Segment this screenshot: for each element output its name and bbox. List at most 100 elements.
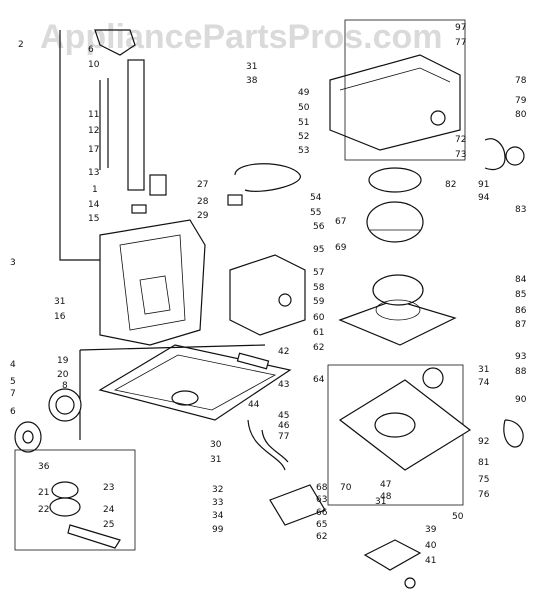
callout-99: 99: [212, 525, 224, 535]
watermark: AppliancePartsPros.com: [40, 18, 443, 56]
callout-19: 19: [57, 356, 69, 366]
cord-and-fan: [227, 163, 424, 243]
callout-10: 10: [88, 60, 100, 70]
callout-4: 4: [10, 360, 16, 370]
callout-43: 43: [278, 380, 290, 390]
callout-31e: 31: [375, 497, 387, 507]
tank-body: [99, 219, 206, 346]
callout-63: 63: [316, 495, 328, 505]
callout-41: 41: [425, 556, 437, 566]
cover-plate: [363, 539, 422, 589]
callout-50b: 50: [452, 512, 464, 522]
callout-93: 93: [515, 352, 527, 362]
callout-7: 7: [10, 389, 16, 399]
callout-31b: 31: [210, 455, 222, 465]
filter-bracket: [229, 254, 306, 336]
callout-6b: 6: [10, 407, 16, 417]
callout-92: 92: [478, 437, 490, 447]
callout-31d: 31: [478, 365, 490, 375]
callout-62: 62: [316, 532, 328, 542]
callout-23: 23: [103, 483, 115, 493]
handle-assembly: [59, 29, 190, 261]
callout-90: 90: [515, 395, 527, 405]
callout-58: 58: [313, 283, 325, 293]
callout-36: 36: [38, 462, 50, 472]
callout-24: 24: [103, 505, 115, 515]
callout-8: 8: [62, 381, 68, 391]
callout-5: 5: [10, 377, 16, 387]
callout-76: 76: [478, 490, 490, 500]
callout-12: 12: [88, 126, 100, 136]
callout-31c: 31: [246, 62, 258, 72]
callout-85: 85: [515, 290, 527, 300]
pump-base: [327, 364, 524, 506]
callout-77: 77: [278, 432, 290, 442]
callout-84: 84: [515, 275, 527, 285]
callout-53: 53: [298, 146, 310, 156]
callout-6: 6: [88, 45, 94, 55]
callout-79: 79: [515, 96, 527, 106]
callout-54: 54: [310, 193, 322, 203]
callout-78: 78: [515, 76, 527, 86]
callout-61: 61: [313, 328, 325, 338]
callout-15: 15: [88, 214, 100, 224]
callout-80: 80: [515, 110, 527, 120]
nozzle-inset: [14, 449, 136, 551]
callout-72: 72: [455, 135, 467, 145]
callout-48: 48: [380, 492, 392, 502]
hose-parts: [236, 352, 326, 526]
callout-57: 57: [313, 268, 325, 278]
callout-86: 86: [515, 306, 527, 316]
callout-11: 11: [88, 110, 100, 120]
callout-87: 87: [515, 320, 527, 330]
callout-62b: 62: [313, 343, 325, 353]
callout-50: 50: [298, 103, 310, 113]
callout-34: 34: [212, 511, 224, 521]
callout-60: 60: [313, 313, 325, 323]
callout-29: 29: [197, 211, 209, 221]
callout-22: 22: [38, 505, 50, 515]
motor-mount: [338, 274, 457, 346]
callout-33: 33: [212, 498, 224, 508]
callout-55: 55: [310, 208, 322, 218]
callout-51: 51: [298, 118, 310, 128]
callout-83: 83: [515, 205, 527, 215]
callout-14: 14: [88, 200, 100, 210]
callout-56: 56: [313, 222, 325, 232]
callout-39: 39: [425, 525, 437, 535]
base-frame: [79, 344, 292, 440]
callout-97: 97: [455, 23, 467, 33]
callout-31: 31: [54, 297, 66, 307]
callout-28: 28: [197, 197, 209, 207]
callout-66: 66: [316, 508, 328, 518]
callout-16: 16: [54, 312, 66, 322]
callout-67: 67: [335, 217, 347, 227]
callout-81: 81: [478, 458, 490, 468]
callout-69: 69: [335, 243, 347, 253]
callout-47: 47: [380, 480, 392, 490]
callout-2: 2: [18, 40, 24, 50]
callout-68: 68: [316, 483, 328, 493]
callout-40: 40: [425, 541, 437, 551]
callout-49: 49: [298, 88, 310, 98]
wheel-parts: [14, 388, 82, 453]
callout-38: 38: [246, 76, 258, 86]
callout-25: 25: [103, 520, 115, 530]
callout-88: 88: [515, 367, 527, 377]
callout-17: 17: [88, 145, 100, 155]
callout-75: 75: [478, 475, 490, 485]
callout-27: 27: [197, 180, 209, 190]
callout-52: 52: [298, 132, 310, 142]
callout-65: 65: [316, 520, 328, 530]
callout-94: 94: [478, 193, 490, 203]
callout-73: 73: [455, 150, 467, 160]
callout-20: 20: [57, 370, 69, 380]
callout-42: 42: [278, 347, 290, 357]
callout-44: 44: [248, 400, 260, 410]
callout-1: 1: [92, 185, 98, 195]
callout-59: 59: [313, 297, 325, 307]
callout-70: 70: [340, 483, 352, 493]
